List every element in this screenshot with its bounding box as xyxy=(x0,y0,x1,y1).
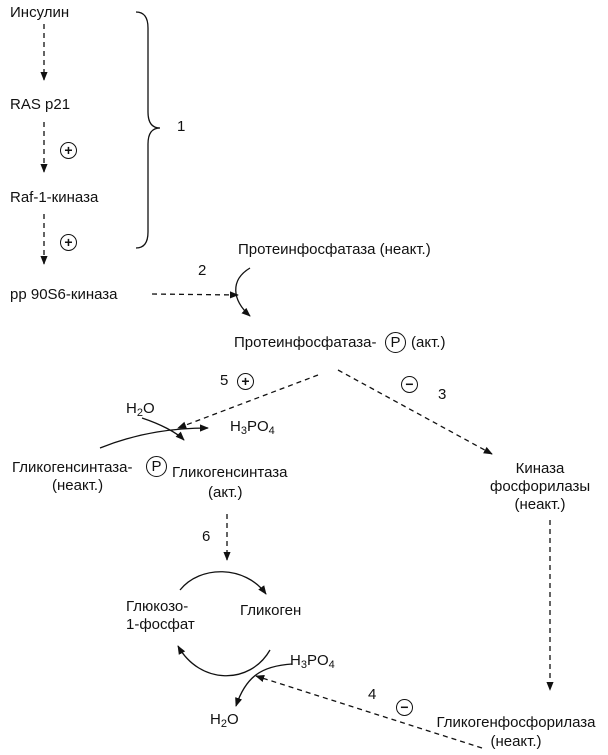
minus-sign-3: − xyxy=(401,376,418,393)
node-glycogen-phosphorylase: Гликогенфосфорилаза xyxy=(436,714,596,731)
arrow-phosphate-out-top xyxy=(99,424,209,449)
phosphate-circle-synthase: P xyxy=(146,456,167,477)
label-h3po4-bottom: H3PO4 xyxy=(290,652,335,671)
label-h2o-top: H2O xyxy=(126,400,155,419)
arrow-cycle-bottom xyxy=(177,645,271,677)
node-kinase-line1: Киназа xyxy=(515,460,565,477)
node-kinase-line2: фосфорилазы xyxy=(490,478,591,495)
arrow-cycle-top xyxy=(179,571,267,595)
arrow-3 xyxy=(337,369,493,455)
node-phosphatase-active-state: (акт.) xyxy=(411,334,446,351)
label-1: 1 xyxy=(177,118,186,135)
plus-sign-1: + xyxy=(60,142,77,159)
node-pp90-kinase: pp 90S6-киназа xyxy=(10,286,118,303)
node-insulin: Инсулин xyxy=(10,4,70,21)
node-glucose-1-phosphate-line1: Глюкозо- xyxy=(126,598,189,615)
arrow-water-in-top xyxy=(141,417,185,441)
node-glycogen-synthase-p-state: (неакт.) xyxy=(52,477,104,494)
arrow-pp90-to-phosphatase xyxy=(151,291,239,299)
node-glycogen-phosphorylase-state: (неакт.) xyxy=(490,733,542,750)
node-kinase-line3: (неакт.) xyxy=(514,496,566,513)
arrow-phosphatase-activation xyxy=(235,267,251,317)
node-ras-p21: RAS p21 xyxy=(10,96,71,113)
node-glycogen-synthase-active-state: (акт.) xyxy=(208,484,243,501)
arrow-phosphate-in-bottom xyxy=(235,663,293,707)
node-glycogen-synthase-p: Гликогенсинтаза- xyxy=(12,459,133,476)
label-6: 6 xyxy=(202,528,211,545)
node-phosphatase-active: Протеинфосфатаза- xyxy=(234,334,377,351)
plus-sign-2: + xyxy=(60,234,77,251)
node-glycogen-synthase-active: Гликогенсинтаза xyxy=(172,464,288,481)
label-h2o-bottom: H2O xyxy=(210,711,239,730)
label-5: 5 xyxy=(220,372,229,389)
arrow-4 xyxy=(255,675,483,749)
plus-sign-5: + xyxy=(237,373,254,390)
node-glycogen: Гликоген xyxy=(240,602,302,619)
minus-sign-4: − xyxy=(396,699,413,716)
phosphate-circle-phosphatase: P xyxy=(385,332,406,353)
node-phosphatase-inactive: Протеинфосфатаза (неакт.) xyxy=(238,241,431,258)
label-h3po4-top: H3PO4 xyxy=(230,418,275,437)
arrow-5 xyxy=(177,374,319,429)
label-4: 4 xyxy=(368,686,377,703)
node-glucose-1-phosphate-line2: 1-фосфат xyxy=(126,616,195,633)
node-raf-kinase: Raf-1-киназа xyxy=(10,189,99,206)
label-3: 3 xyxy=(438,386,447,403)
label-2: 2 xyxy=(198,262,207,279)
brace-1 xyxy=(135,11,161,249)
